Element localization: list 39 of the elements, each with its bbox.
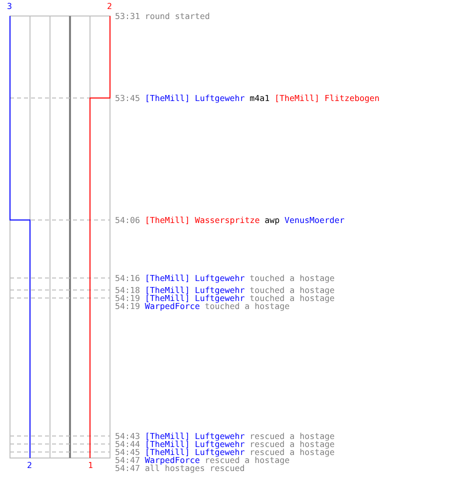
player-name: [TheMill] Luftgewehr (144, 285, 245, 295)
count-label: 2 (107, 2, 112, 10)
player-name: [TheMill] Wasserspritze (144, 215, 260, 225)
timestamp: 54:18 (115, 285, 140, 295)
event-text: round started (144, 11, 210, 21)
player-name: [TheMill] Luftgewehr (144, 93, 245, 103)
player-name: VenusMoerder (284, 215, 344, 225)
timestamp: 54:19 (115, 293, 140, 303)
event-text: rescued a hostage (250, 431, 335, 441)
player-name: [TheMill] Luftgewehr (144, 431, 245, 441)
weapon-name: m4a1 (250, 93, 270, 103)
weapon-name: awp (264, 215, 280, 225)
player-name: [TheMill] Luftgewehr (144, 439, 245, 449)
count-label: 2 (27, 461, 32, 469)
count-label: 3 (7, 2, 12, 10)
player-name: [TheMill] Luftgewehr (144, 447, 245, 457)
player-name: WarpedForce (144, 301, 200, 311)
timestamp: 54:06 (115, 215, 140, 225)
timestamp: 53:45 (115, 93, 140, 103)
timestamp: 54:43 (115, 431, 140, 441)
timestamp: 53:31 (115, 11, 140, 21)
event-text: touched a hostage (250, 285, 335, 295)
player-name: [TheMill] Luftgewehr (144, 293, 245, 303)
event-text: rescued a hostage (250, 439, 335, 449)
event-text: touched a hostage (250, 293, 335, 303)
timestamp: 54:47 (115, 455, 140, 465)
event-text: touched a hostage (204, 301, 290, 311)
count-label: 1 (88, 461, 93, 469)
event-text: rescued a hostage (204, 455, 290, 465)
player-name: [TheMill] Luftgewehr (144, 273, 245, 283)
event-text: touched a hostage (250, 273, 335, 283)
timestamp: 54:19 (115, 301, 140, 311)
player-name: [TheMill] Flitzebogen (274, 93, 380, 103)
timestamp: 54:45 (115, 447, 140, 457)
event-text: rescued a hostage (250, 447, 335, 457)
timestamp: 54:47 (115, 463, 140, 473)
player-name: WarpedForce (144, 455, 200, 465)
timestamp: 54:44 (115, 439, 140, 449)
timestamp: 54:16 (115, 273, 140, 283)
